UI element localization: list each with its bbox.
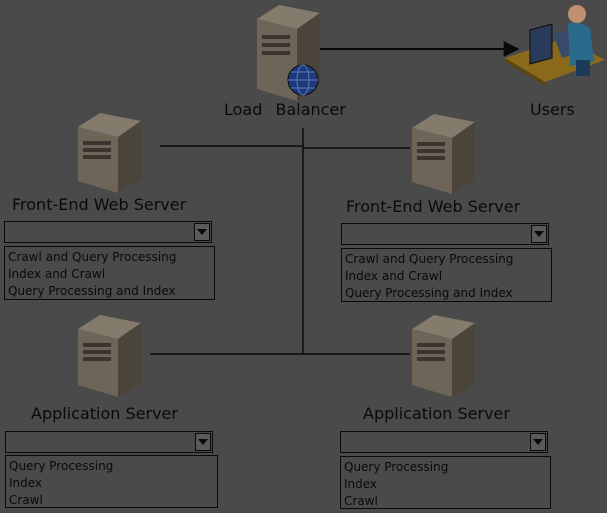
dropdown-option[interactable]: Index and Crawl bbox=[345, 269, 443, 283]
dropdown-option[interactable]: Crawl and Query Processing bbox=[8, 250, 177, 264]
dropdown-option[interactable]: Index bbox=[9, 476, 43, 490]
dropdown-option[interactable]: Query Processing bbox=[344, 460, 449, 474]
dropdown-option[interactable]: Index and Crawl bbox=[8, 267, 106, 281]
dropdown-option[interactable]: Crawl bbox=[344, 494, 378, 508]
chevron-down-icon[interactable] bbox=[195, 433, 211, 451]
chevron-down-icon[interactable] bbox=[531, 225, 547, 243]
users-label: Users bbox=[530, 100, 575, 119]
application-server-1-role-dropdown[interactable] bbox=[5, 431, 213, 453]
dropdown-option[interactable]: Index bbox=[344, 477, 378, 491]
chevron-down-icon[interactable] bbox=[194, 223, 210, 241]
front-end-server-1-role-options: Crawl and Query Processing Index and Cra… bbox=[4, 246, 215, 300]
front-end-server-1-label: Front-End Web Server bbox=[12, 195, 187, 214]
application-server-2-role-options: Query Processing Index Crawl bbox=[340, 456, 551, 509]
dropdown-option[interactable]: Crawl bbox=[9, 493, 43, 507]
application-server-2-label: Application Server bbox=[363, 404, 510, 423]
server-icon bbox=[412, 315, 475, 397]
dropdown-option[interactable]: Query Processing bbox=[9, 459, 114, 473]
front-end-server-1-role-dropdown[interactable] bbox=[4, 221, 212, 243]
dropdown-option[interactable]: Query Processing and Index bbox=[345, 286, 513, 300]
front-end-server-2-role-dropdown[interactable] bbox=[341, 223, 549, 245]
application-server-1-label: Application Server bbox=[31, 404, 178, 423]
server-icon bbox=[78, 315, 141, 397]
dropdown-option[interactable]: Query Processing and Index bbox=[8, 284, 176, 298]
chevron-down-icon[interactable] bbox=[530, 433, 546, 451]
server-icon bbox=[78, 113, 141, 193]
front-end-server-2-role-options: Crawl and Query Processing Index and Cra… bbox=[341, 248, 552, 302]
user-workstation-icon bbox=[505, 5, 605, 86]
server-icon bbox=[412, 114, 475, 194]
dropdown-option[interactable]: Crawl and Query Processing bbox=[345, 252, 514, 266]
front-end-server-2-label: Front-End Web Server bbox=[346, 197, 521, 216]
application-server-1-role-options: Query Processing Index Crawl bbox=[5, 455, 218, 508]
load-balancer-label: Load Balancer bbox=[224, 100, 346, 119]
application-server-2-role-dropdown[interactable] bbox=[340, 431, 548, 453]
globe-icon bbox=[287, 64, 319, 96]
